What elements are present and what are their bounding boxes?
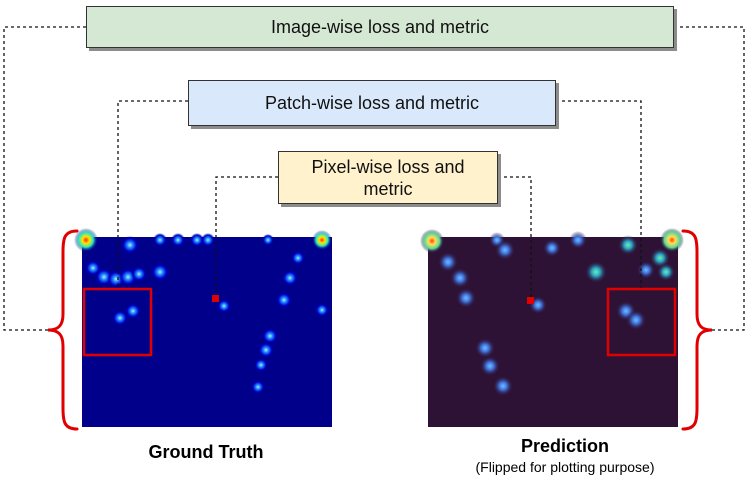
ground-truth-caption: Ground Truth — [148, 442, 264, 462]
patch-wise-label-box: Patch-wise loss and metric — [188, 80, 556, 126]
image-wise-label-box: Image-wise loss and metric — [86, 6, 674, 48]
prediction-highlights — [527, 287, 677, 357]
patch-wise-connectors — [117, 100, 642, 289]
pixel-wise-connectors — [215, 176, 532, 298]
patch-wise-label: Patch-wise loss and metric — [264, 93, 480, 113]
ground-truth-highlights — [82, 287, 219, 357]
prediction-caption: Prediction — [520, 436, 609, 456]
left-brace — [47, 229, 79, 431]
right-brace — [681, 229, 713, 431]
pixel-wise-label-box: Pixel-wise loss and metric — [278, 151, 498, 204]
prediction-map — [420, 228, 684, 427]
ground-truth-map — [74, 228, 332, 427]
prediction-note: (Flipped for plotting purpose) — [475, 459, 655, 475]
image-wise-connectors — [3, 26, 745, 331]
image-wise-label: Image-wise loss and metric — [270, 17, 490, 37]
pixel-wise-label: Pixel-wise loss and metric — [311, 156, 465, 199]
